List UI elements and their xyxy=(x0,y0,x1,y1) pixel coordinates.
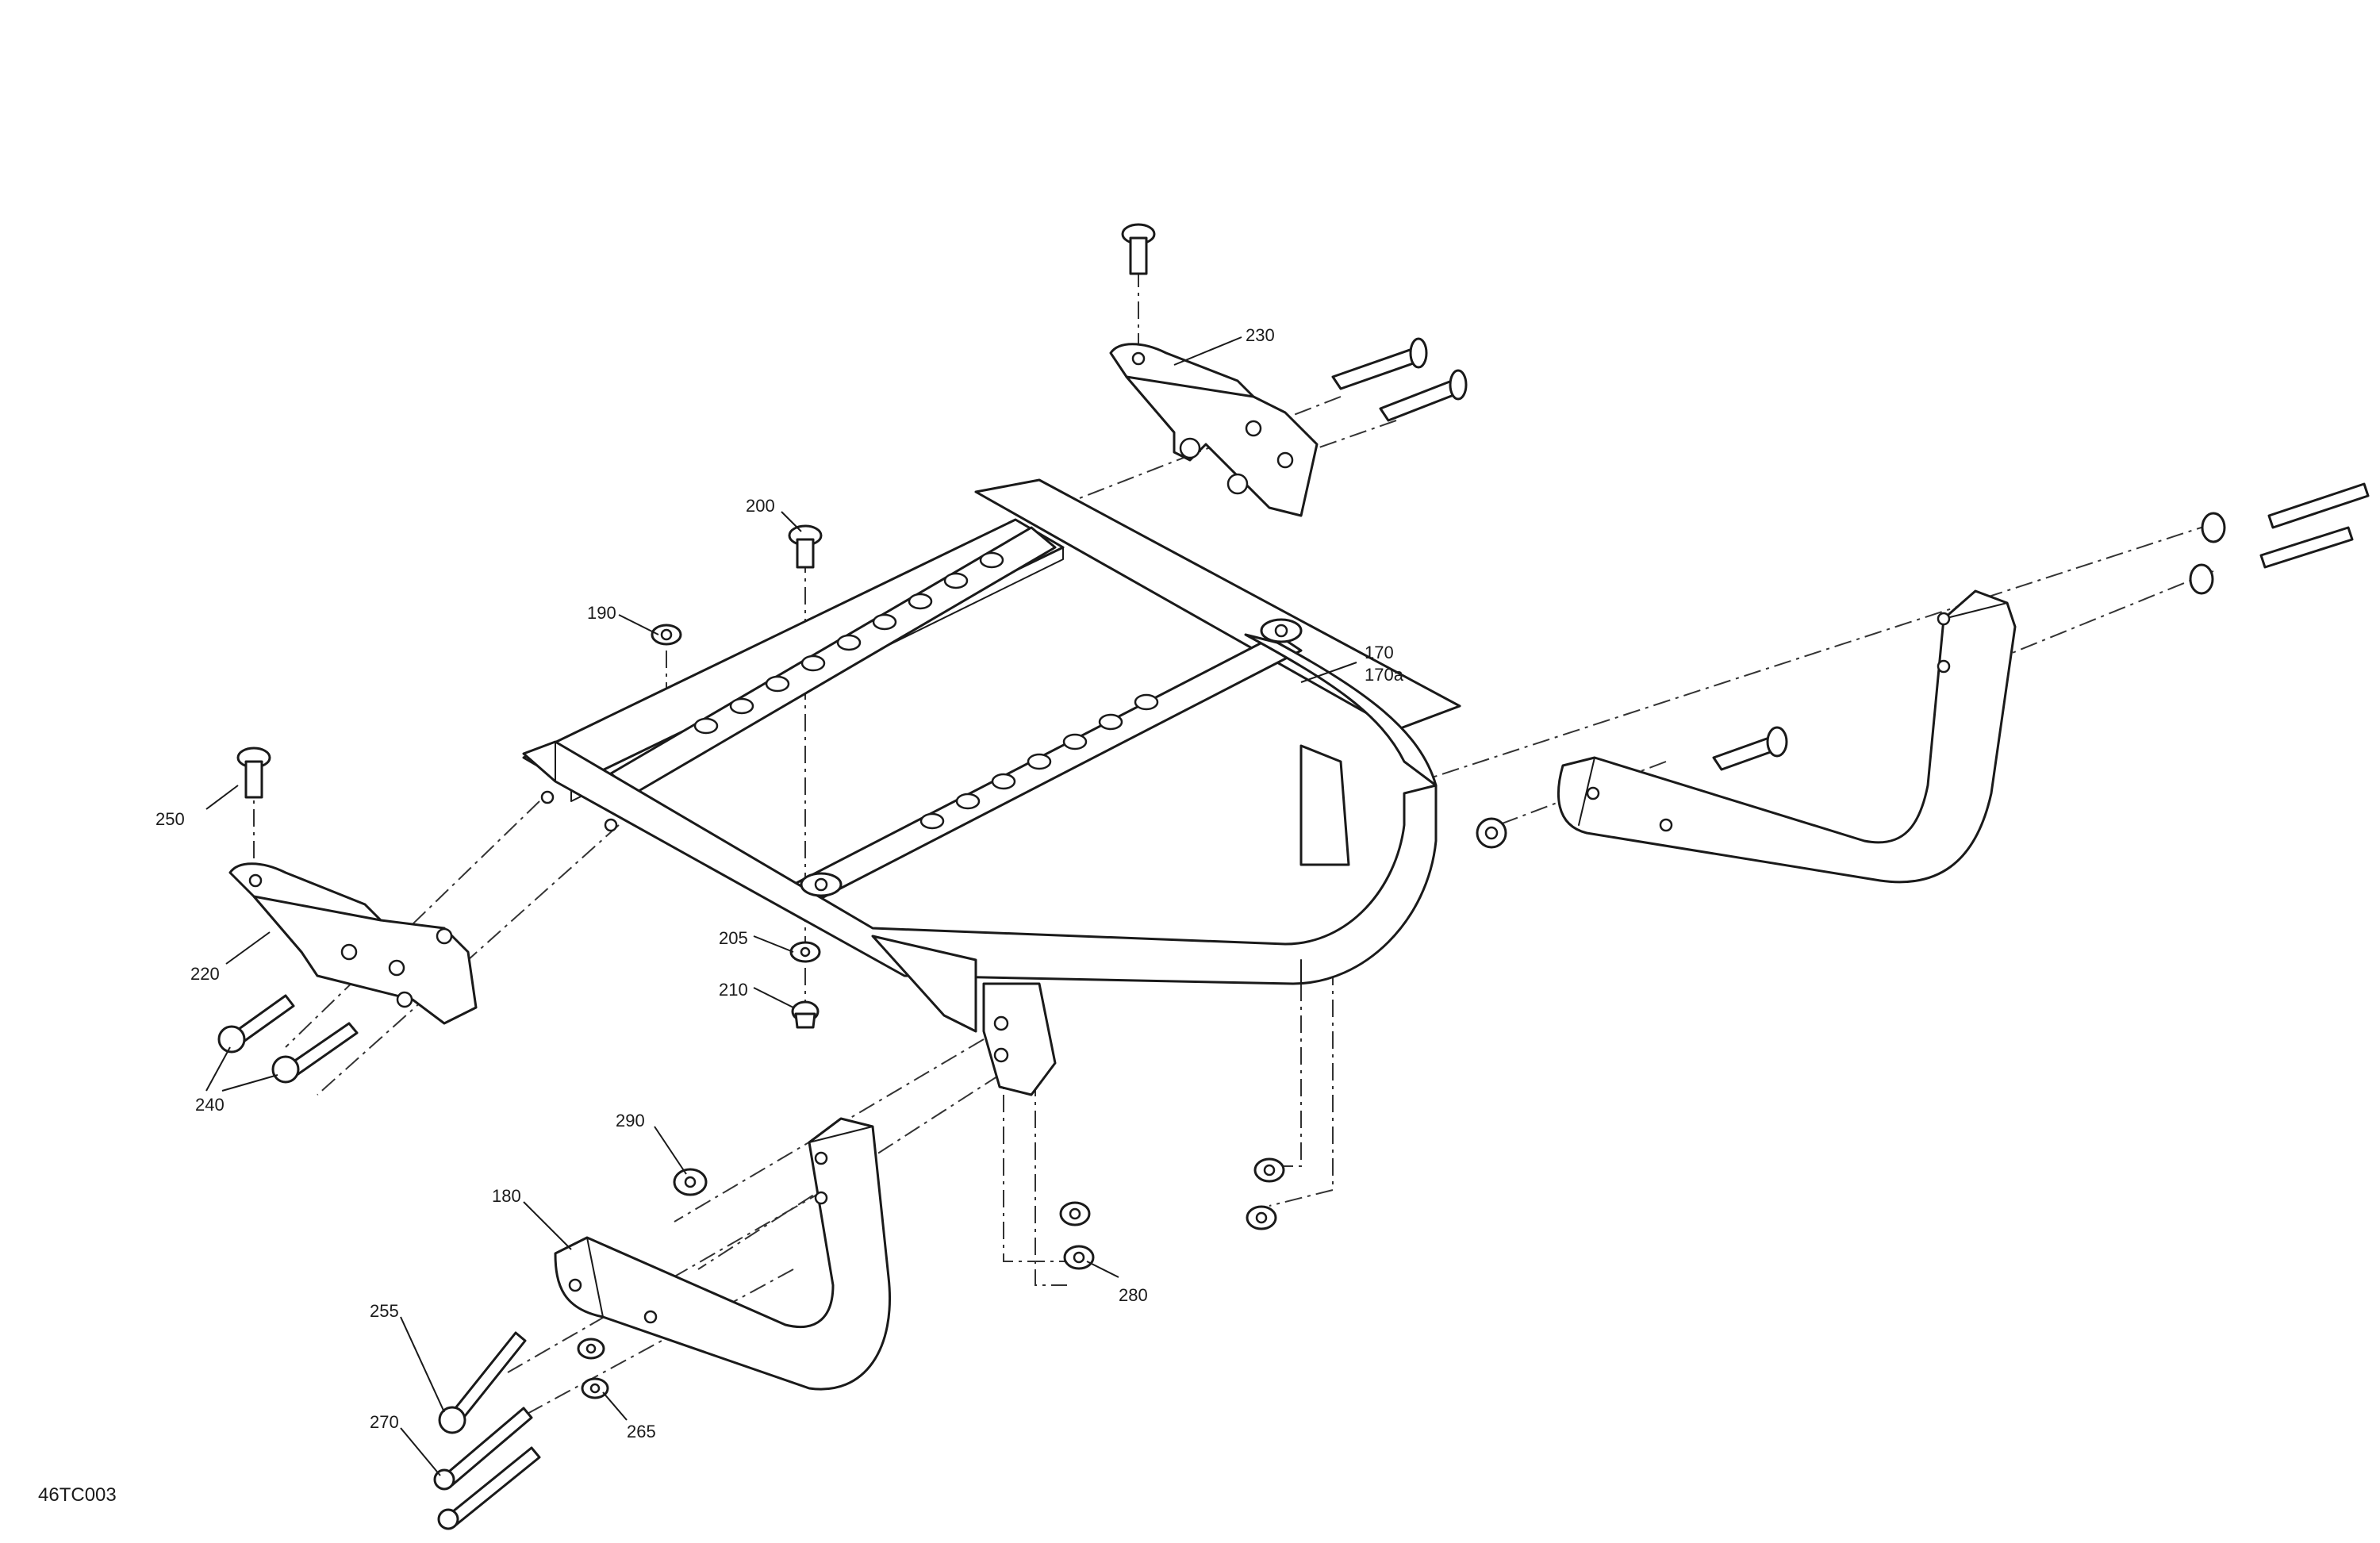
callout-270: 270 xyxy=(370,1412,399,1432)
bracket-230 xyxy=(1109,343,1319,517)
washer-205 xyxy=(789,941,821,963)
callout-200: 200 xyxy=(746,496,775,516)
main-frame xyxy=(522,478,1461,1096)
callout-250: 250 xyxy=(155,809,185,829)
callout-220: 220 xyxy=(190,964,220,984)
callout-leaders xyxy=(205,336,1357,1476)
callout-205: 205 xyxy=(719,928,748,948)
callout-210: 210 xyxy=(719,980,748,1000)
callout-240: 240 xyxy=(195,1095,225,1115)
bracket-220 xyxy=(228,862,478,1025)
pins-230 xyxy=(1331,337,1468,422)
callout-labels: 230 200 190 170 170a 250 220 240 205 210… xyxy=(155,325,1404,1441)
nut-290 xyxy=(673,1168,708,1196)
callout-170a: 170a xyxy=(1365,665,1404,685)
bolt-255 xyxy=(438,1331,527,1434)
callout-290: 290 xyxy=(616,1111,645,1130)
bolts-right xyxy=(1476,482,2370,849)
bolts-270 xyxy=(433,1407,541,1530)
bolt-250 xyxy=(236,747,271,799)
figure-id: 46TC003 xyxy=(38,1484,117,1506)
nuts-280 xyxy=(1059,1157,1285,1270)
callout-170: 170 xyxy=(1365,643,1394,662)
bolt-230-top xyxy=(1121,223,1156,275)
pins-240 xyxy=(217,994,359,1084)
callout-265: 265 xyxy=(627,1422,656,1441)
nut-190 xyxy=(651,624,682,646)
nut-210 xyxy=(791,1000,820,1029)
footrest-right xyxy=(1557,589,2017,884)
bolt-200 xyxy=(788,524,823,569)
callout-230: 230 xyxy=(1246,325,1275,345)
washers-265 xyxy=(577,1338,609,1399)
callout-190: 190 xyxy=(587,603,616,623)
callout-280: 280 xyxy=(1119,1285,1148,1305)
footrest-180 xyxy=(554,1117,891,1391)
callout-180: 180 xyxy=(492,1186,521,1206)
callout-255: 255 xyxy=(370,1301,399,1321)
